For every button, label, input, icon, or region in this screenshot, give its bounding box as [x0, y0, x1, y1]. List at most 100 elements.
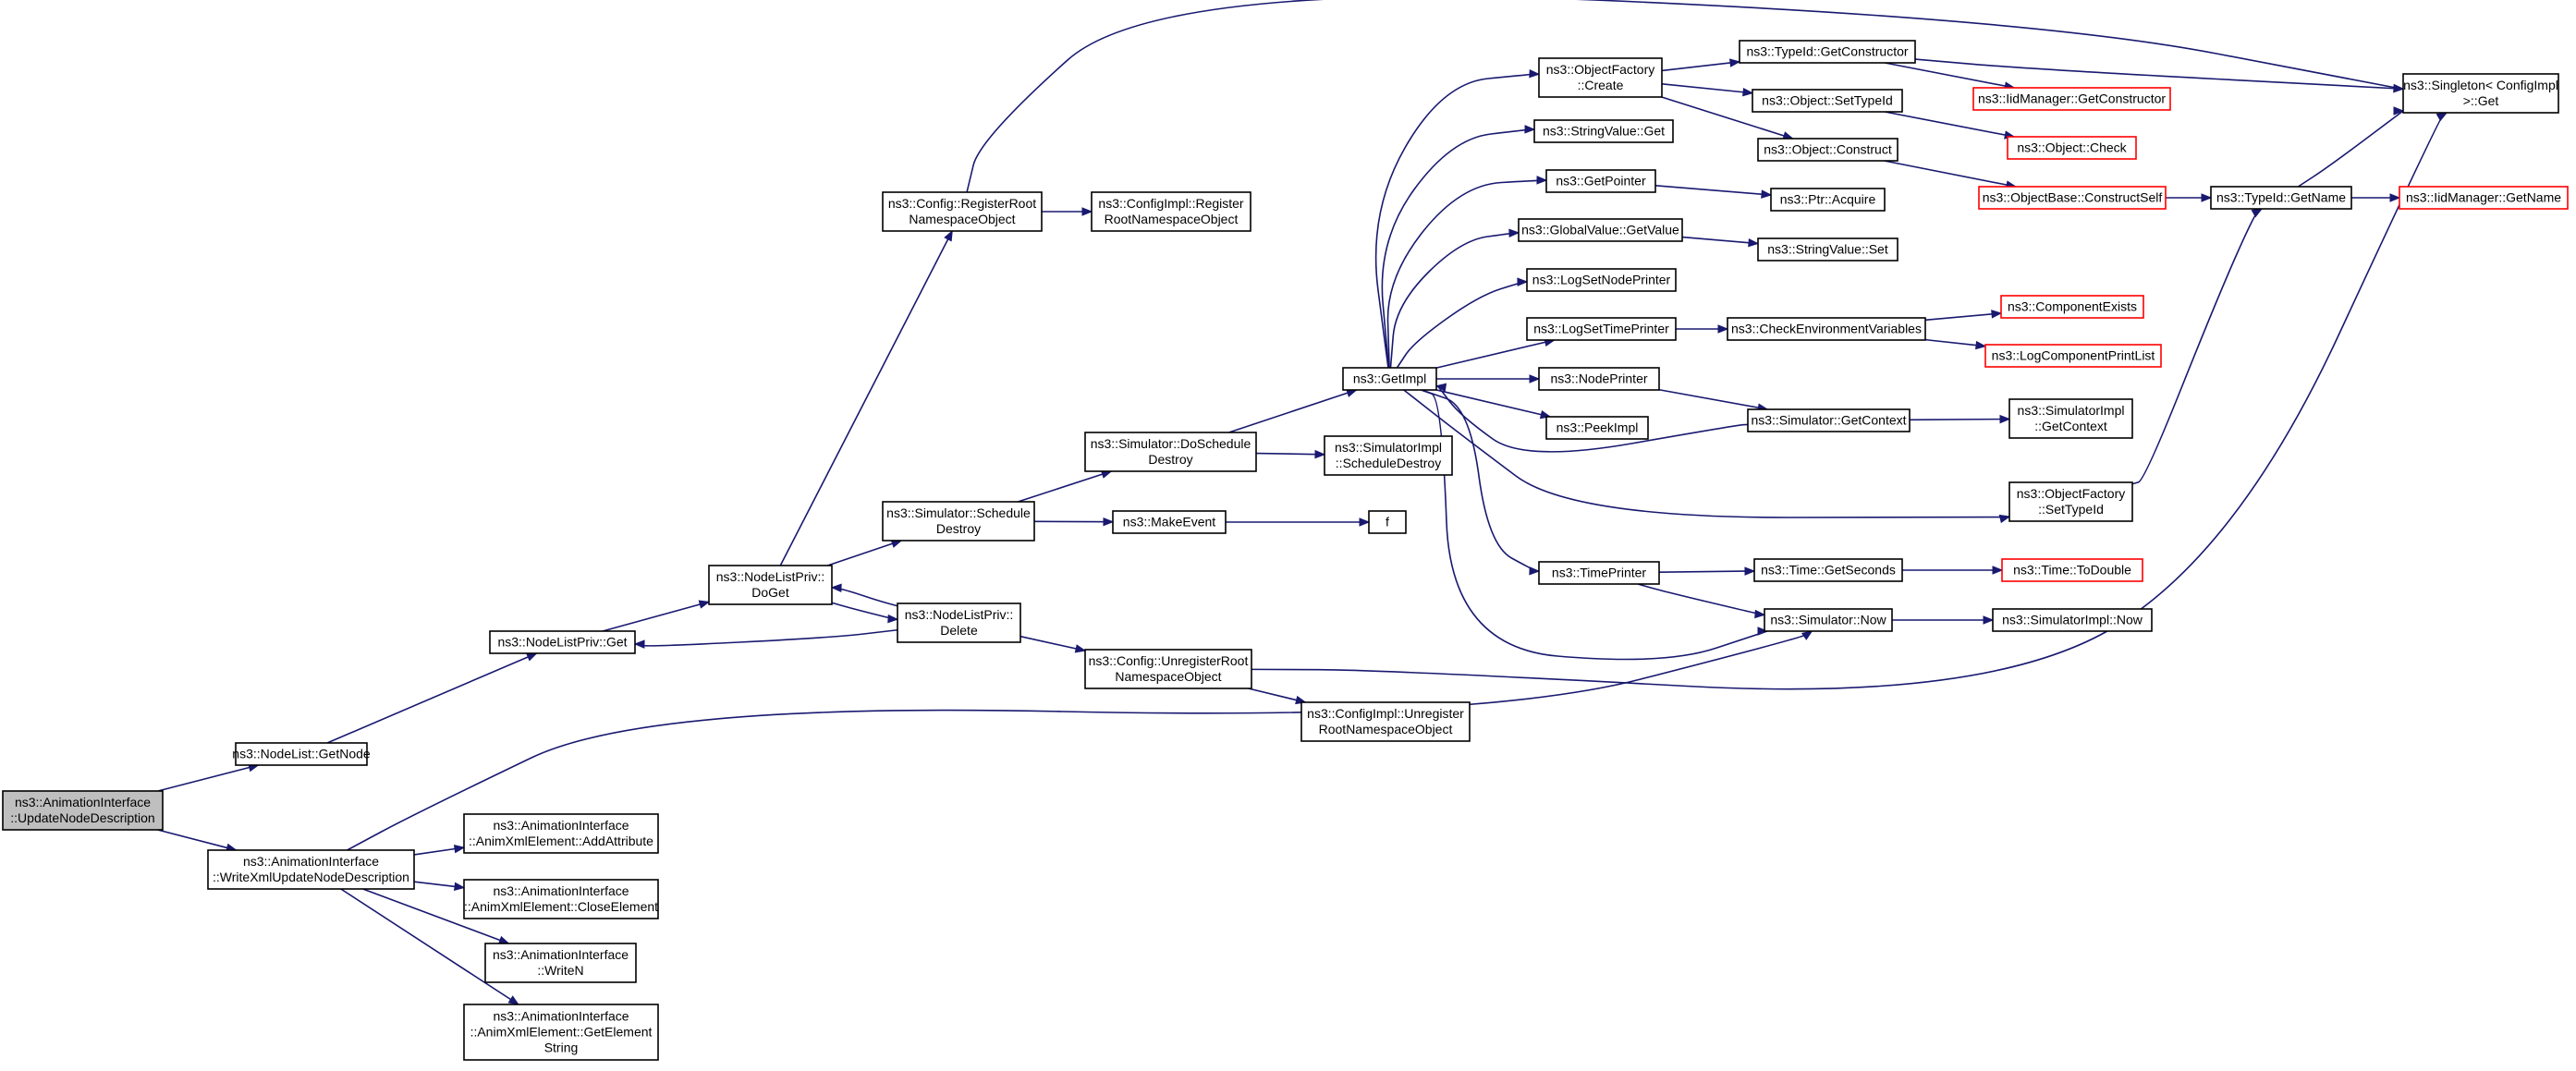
node-box [1757, 237, 1898, 262]
node-label-line: ns3::IidManager::GetConstructor [1978, 91, 2166, 106]
arrowhead-sim_doscheduledestroy-to-simimpl_scheduledestroy [1314, 449, 1326, 459]
node-iidmanager_getconstructor[interactable]: ns3::IidManager::GetConstructor [1972, 87, 2171, 111]
arrowhead-writexml-to-anim_addattribute [453, 844, 466, 854]
node-label-line: ns3::ObjectFactory [1546, 62, 1655, 77]
node-label-line: ns3::GetPointer [1556, 174, 1646, 189]
node-writexml[interactable]: ns3::AnimationInterface::WriteXmlUpdateN… [207, 849, 415, 890]
node-label-line: ns3::GlobalValue::GetValue [1521, 223, 1679, 237]
node-label-line: ns3::SimulatorImpl [2018, 403, 2125, 418]
node-globalvalue_getvalue[interactable]: ns3::GlobalValue::GetValue [1518, 218, 1683, 242]
edge-typeid_getconstructor-to-iidmanager_getconstructor [1885, 62, 2015, 89]
node-config_unregister[interactable]: ns3::Config::UnregisterRootNamespaceObje… [1084, 649, 1252, 689]
node-configimpl_register[interactable]: ns3::ConfigImpl::RegisterRootNamespaceOb… [1091, 191, 1251, 232]
node-objfactory_settypeid[interactable]: ns3::ObjectFactory::SetTypeId [2008, 481, 2133, 522]
node-peekimpl[interactable]: ns3::PeekImpl [1545, 416, 1649, 440]
node-box [1757, 138, 1898, 162]
node-logsettimeprinter[interactable]: ns3::LogSetTimePrinter [1526, 317, 1677, 341]
node-time_todouble[interactable]: ns3::Time::ToDouble [2001, 558, 2143, 582]
arrowhead-getimpl-to-globalvalue_getvalue [1508, 228, 1520, 237]
node-anim_writen[interactable]: ns3::AnimationInterface::WriteN [484, 943, 637, 983]
node-logsetnodeprinter[interactable]: ns3::LogSetNodePrinter [1526, 268, 1677, 292]
node-nlp_get[interactable]: ns3::NodeListPriv::Get [489, 630, 636, 654]
node-label-line: ns3::NodeListPriv::Get [497, 635, 627, 650]
edge-object_settypeid-to-object_check [1885, 111, 2015, 138]
node-checkenvvars[interactable]: ns3::CheckEnvironmentVariables [1727, 317, 1926, 341]
node-nodeprinter[interactable]: ns3::NodePrinter [1538, 367, 1660, 391]
arrowhead-nlp_delete-to-config_unregister [1074, 644, 1087, 653]
node-object_construct[interactable]: ns3::Object::Construct [1757, 138, 1898, 162]
node-simimpl_scheduledestroy[interactable]: ns3::SimulatorImpl::ScheduleDestroy [1324, 435, 1453, 476]
node-logcomponentprintlist[interactable]: ns3::LogComponentPrintList [1984, 344, 2162, 368]
arrowhead-config_register-to-configimpl_register [1081, 207, 1093, 216]
node-box [2402, 73, 2559, 114]
node-iidmanager_getname[interactable]: ns3::IidManager::GetName [2399, 186, 2569, 210]
node-anim_addattribute[interactable]: ns3::AnimationInterface::AnimXmlElement:… [463, 813, 659, 854]
node-simimpl_now[interactable]: ns3::SimulatorImpl::Now [1992, 608, 2153, 632]
node-label-line: ns3::MakeEvent [1123, 515, 1215, 529]
arrowhead-checkenvvars-to-componentexists [1991, 310, 2003, 319]
edge-checkenvvars-to-componentexists [1924, 312, 2002, 322]
arrowhead-sim_getcontext-to-simimpl_getcontext [1999, 414, 2011, 424]
edge-nlp_delete-to-config_unregister [1019, 635, 1086, 651]
node-configimpl_unregister[interactable]: ns3::ConfigImpl::UnregisterRootNamespace… [1300, 701, 1471, 742]
node-nlp_doget[interactable]: ns3::NodeListPriv::DoGet [708, 565, 833, 605]
node-box [1972, 87, 2171, 111]
edge-objfactory_create-to-typeid_getconstructor [1661, 61, 1740, 72]
node-box [1533, 119, 1674, 143]
node-anim_closeelement[interactable]: ns3::AnimationInterface::AnimXmlElement:… [463, 879, 659, 919]
node-box [207, 849, 415, 890]
edge-typeid_getconstructor-to-singleton_get [1914, 58, 2404, 91]
edge-objfactory_create-to-object_construct [1661, 96, 1793, 140]
node-nodelist_getnode[interactable]: ns3::NodeList::GetNode [232, 742, 371, 766]
node-getimpl[interactable]: ns3::GetImpl [1342, 367, 1437, 391]
node-time_getseconds[interactable]: ns3::Time::GetSeconds [1753, 558, 1903, 582]
node-objfactory_create[interactable]: ns3::ObjectFactory::Create [1538, 57, 1663, 98]
node-sim_scheduledestroy[interactable]: ns3::Simulator::ScheduleDestroy [882, 501, 1035, 542]
node-typeid_getconstructor[interactable]: ns3::TypeId::GetConstructor [1739, 40, 1916, 64]
node-ptr_acquire[interactable]: ns3::Ptr::Acquire [1770, 188, 1886, 212]
edge-sim_doscheduledestroy-to-simimpl_scheduledestroy [1255, 452, 1325, 456]
node-stringvalue_set[interactable]: ns3::StringValue::Set [1757, 237, 1898, 262]
node-nlp_delete[interactable]: ns3::NodeListPriv::Delete [897, 602, 1021, 643]
node-singleton_get[interactable]: ns3::Singleton< ConfigImpl>::Get [2402, 73, 2559, 114]
node-label-line: ::SetTypeId [2038, 502, 2104, 517]
edge-checkenvvars-to-logcomponentprintlist [1924, 338, 1986, 347]
node-label-line: >::Get [2463, 93, 2499, 108]
arrowhead-getpointer-to-ptr_acquire [1761, 189, 1773, 199]
node-anim_getelementstring[interactable]: ns3::AnimationInterface::AnimXmlElement:… [463, 1004, 659, 1061]
node-sim_getcontext[interactable]: ns3::Simulator::GetContext [1747, 408, 1911, 432]
node-typeid_getname[interactable]: ns3::TypeId::GetName [2210, 186, 2352, 210]
node-root[interactable]: ns3::AnimationInterface::UpdateNodeDescr… [2, 790, 164, 831]
node-sim_now[interactable]: ns3::Simulator::Now [1764, 608, 1893, 632]
node-timeprinter[interactable]: ns3::TimePrinter [1538, 561, 1660, 585]
edge-sim_scheduledestroy-to-sim_doscheduledestroy [1018, 470, 1112, 503]
node-box [1538, 57, 1663, 98]
node-objectbase_constructself[interactable]: ns3::ObjectBase::ConstructSelf [1978, 186, 2167, 210]
node-box [484, 943, 637, 983]
node-label-line: ns3::AnimationInterface [493, 1009, 629, 1024]
node-label-line: ::UpdateNodeDescription [10, 810, 154, 825]
node-stringvalue_get[interactable]: ns3::StringValue::Get [1533, 119, 1674, 143]
arrowhead-getimpl-to-nodeprinter [1529, 374, 1541, 383]
node-label-line: ns3::CheckEnvironmentVariables [1731, 322, 1922, 336]
node-label-line: ns3::LogSetTimePrinter [1533, 322, 1669, 336]
arrowhead-getimpl-to-timeprinter [1529, 566, 1541, 576]
node-box [2210, 186, 2352, 210]
node-box [1368, 510, 1407, 534]
arrowhead-writexml-to-sim_now [1801, 630, 1813, 640]
node-label-line: ns3::ObjectFactory [2017, 486, 2126, 501]
node-componentexists[interactable]: ns3::ComponentExists [2000, 295, 2144, 319]
arrowhead-globalvalue_getvalue-to-stringvalue_set [1748, 237, 1760, 248]
node-box [882, 191, 1043, 232]
node-label-line: ns3::AnimationInterface [493, 818, 629, 833]
node-makeevent[interactable]: ns3::MakeEvent [1112, 510, 1227, 534]
node-getpointer[interactable]: ns3::GetPointer [1545, 169, 1656, 193]
node-f[interactable]: f [1368, 510, 1407, 534]
node-object_settypeid[interactable]: ns3::Object::SetTypeId [1752, 89, 1903, 113]
node-object_check[interactable]: ns3::Object::Check [2007, 136, 2137, 160]
node-box [1545, 416, 1649, 440]
node-simimpl_getcontext[interactable]: ns3::SimulatorImpl::GetContext [2008, 398, 2133, 439]
